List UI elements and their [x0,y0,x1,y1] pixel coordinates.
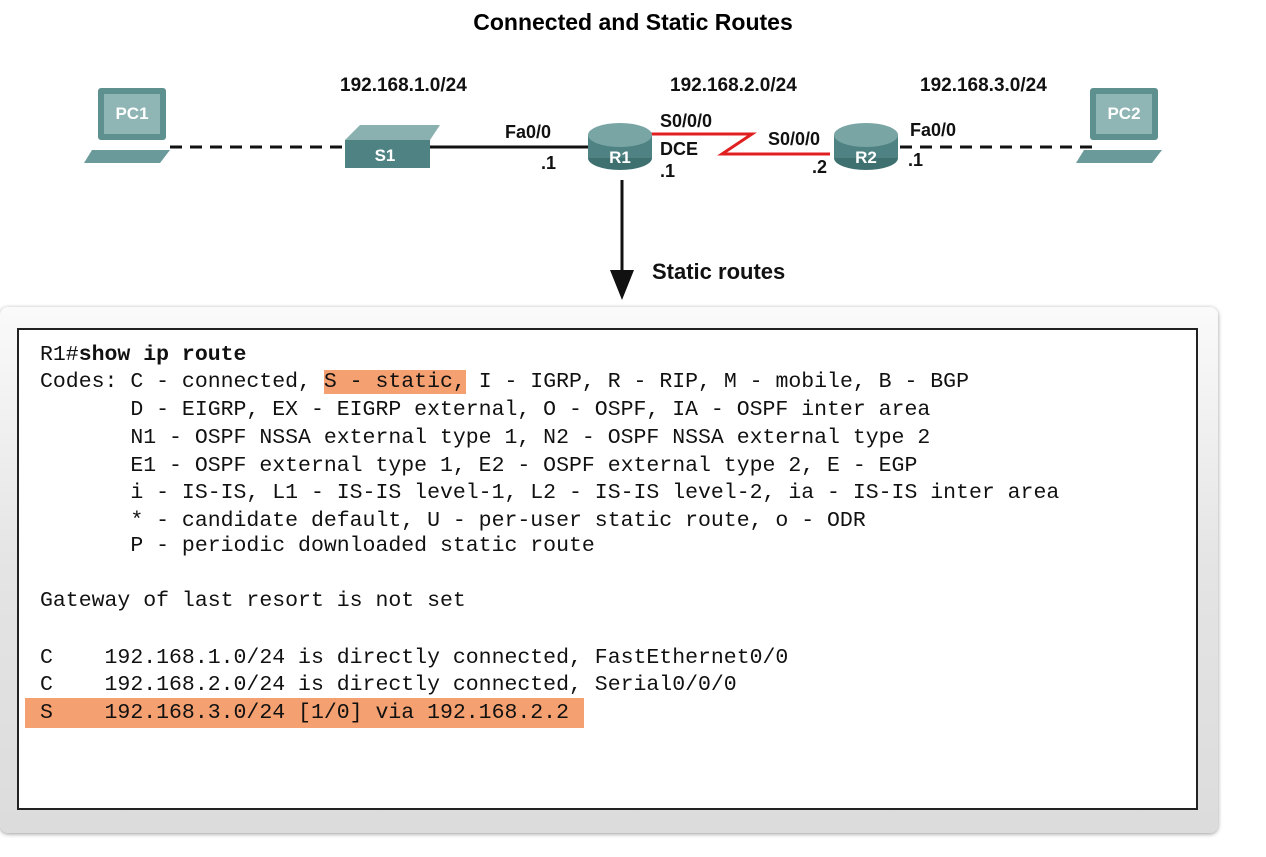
codes-line: i - IS-IS, L1 - IS-IS level-1, L2 - IS-I… [40,481,1060,505]
pc2-icon [1076,88,1162,163]
serial-link [650,132,830,156]
codes-line: E1 - OSPF external type 1, E2 - OSPF ext… [40,454,918,478]
codes-line: * - candidate default, U - per-user stat… [40,509,866,533]
dce-label: DCE [660,139,699,159]
topology-diagram [84,88,1162,300]
switch-icon [345,125,440,168]
interface-label: S0/0/0 [768,129,821,149]
router-r2-icon [834,123,898,170]
ip-label: .1 [660,161,676,181]
command-line: R1#show ip route [40,343,246,367]
interface-label: Fa0/0 [910,120,957,140]
codes-rest: I - IGRP, R - RIP, M - mobile, B - BGP [465,370,969,394]
gateway-line: Gateway of last resort is not set [40,589,466,613]
ip-label: .1 [908,150,924,170]
codes-line: N1 - OSPF NSSA external type 1, N2 - OSP… [40,426,931,450]
ip-label: .2 [812,157,828,177]
s1-label: S1 [374,146,396,165]
network-label: 192.168.3.0/24 [920,75,1047,96]
network-label: 192.168.1.0/24 [340,75,467,96]
route-line: C 192.168.2.0/24 is directly connected, … [40,673,737,697]
codes-line: D - EIGRP, EX - EIGRP external, O - OSPF… [40,398,931,422]
ip-label: .1 [541,153,557,173]
static-route-highlight: S 192.168.3.0/24 [1/0] via 192.168.2.2 [25,698,584,728]
r2-label: R2 [855,148,877,167]
static-code-highlight: S - static, [323,370,466,394]
r1-label: R1 [609,148,631,167]
codes-line: Codes: C - connected, S - static, I - IG… [40,370,969,394]
callout-label: Static routes [652,259,786,284]
router-r1-icon [588,123,652,170]
codes-prefix: Codes: C - connected, [40,370,324,394]
interface-label: S0/0/0 [660,111,713,131]
interface-label: Fa0/0 [505,122,552,142]
route-line: C 192.168.1.0/24 is directly connected, … [40,646,789,670]
arrow-down-icon [610,270,634,300]
command: show ip route [78,343,247,367]
pc2-label: PC2 [1107,104,1141,123]
network-label: 192.168.2.0/24 [670,75,797,96]
prompt: R1# [40,343,79,367]
pc1-label: PC1 [115,104,149,123]
page-title: Connected and Static Routes [473,9,793,35]
pc1-icon [84,88,170,163]
terminal-output: R1#show ip route Codes: C - connected, S… [17,328,1198,810]
codes-line: P - periodic downloaded static route [40,534,595,558]
